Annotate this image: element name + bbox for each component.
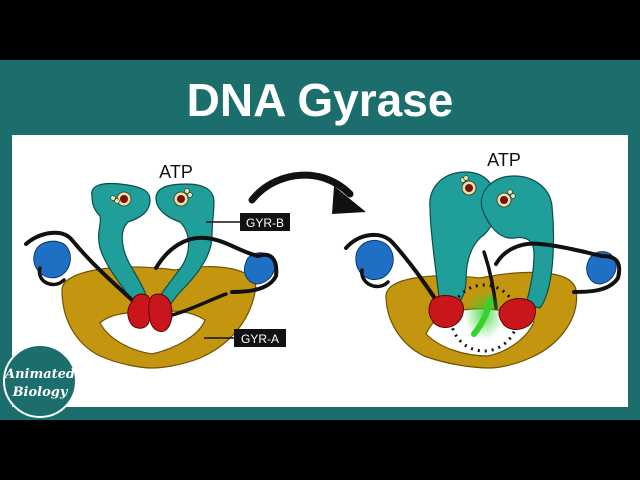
atp-label-left: ATP (159, 162, 193, 182)
gyr-a-label: GYR-A (241, 332, 279, 346)
blue-domain-right-inner (586, 251, 617, 285)
transition-arrow (248, 171, 366, 214)
gyr-b-arm-right-a (429, 171, 497, 307)
left-gyrase-complex: ATP GYR-B GYR-A (24, 162, 290, 369)
red-domain-left-a (127, 293, 152, 329)
dna-break-segment (471, 297, 493, 337)
right-gyrase-complex: ATP (344, 150, 622, 369)
atp-molecule-left-a (110, 191, 132, 207)
dna-strand-right-lower (360, 268, 390, 289)
atp-molecule-left-b (173, 188, 193, 207)
red-domain-right-b (498, 298, 536, 330)
dna-strand-left-inner (154, 235, 279, 294)
gyr-b-arm-right-b (480, 175, 555, 309)
atp-molecule-right-b (496, 189, 516, 208)
atp-molecule-right-a (460, 175, 477, 196)
dna-strand-right-outer (344, 232, 442, 308)
dna-strand-left-lower (37, 266, 66, 287)
gyr-b-arm-left-a (91, 182, 151, 307)
gyr-b-tag (240, 213, 290, 231)
atp-label-right: ATP (487, 150, 521, 170)
dna-strand-right-inner (494, 241, 622, 294)
dna-strand-left-outer (24, 230, 134, 302)
gyr-b-label: GYR-B (246, 216, 284, 230)
red-domain-left-b (148, 293, 173, 333)
gyr-b-arm-left-b (155, 183, 215, 309)
red-domain-right-a (428, 295, 464, 328)
page-title: DNA Gyrase (186, 74, 454, 126)
logo-line-1: Animated (3, 367, 75, 382)
animated-biology-logo: Animated Biology (3, 344, 77, 418)
blue-domain-left-outer (33, 240, 71, 279)
dna-strand-left-lower-right (166, 292, 228, 318)
gyr-a-tag (234, 329, 286, 347)
blue-domain-left-inner (243, 252, 276, 285)
logo-line-2: Biology (12, 385, 69, 400)
